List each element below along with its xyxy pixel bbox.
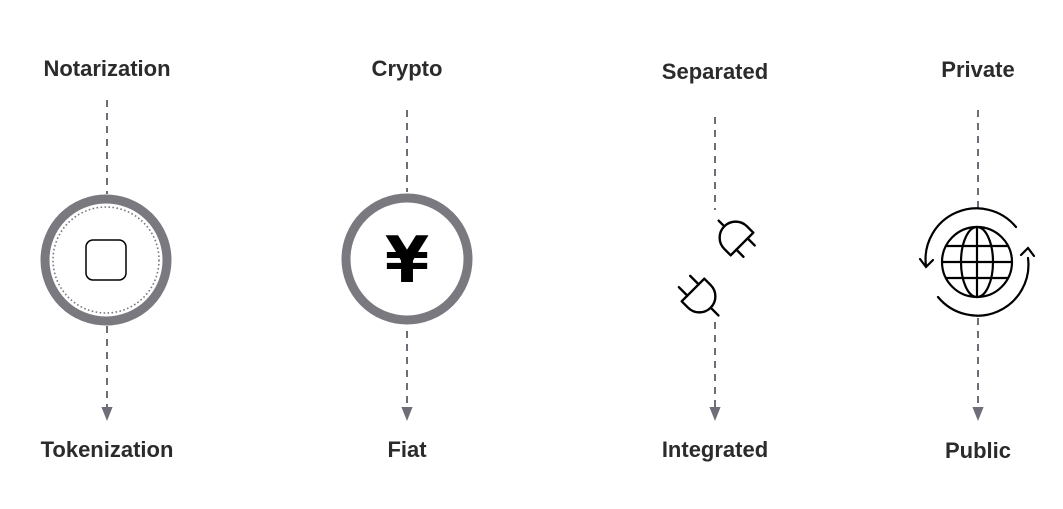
bottom-label-integrated: Integrated	[661, 437, 769, 462]
bottom-label-fiat: Fiat	[387, 437, 427, 462]
globe-sync-icon	[918, 207, 1036, 317]
bottom-label-public: Public	[944, 438, 1012, 463]
yen-symbol: ¥	[385, 224, 430, 298]
unplugged-plug-icon	[677, 219, 756, 317]
column-separated	[677, 117, 756, 421]
top-label-private: Private	[941, 57, 1015, 82]
column-private	[918, 110, 1036, 421]
column-notarization	[40, 100, 172, 421]
yen-icon: ¥	[341, 193, 473, 325]
home-button-icon	[40, 194, 172, 326]
column-crypto: ¥	[341, 110, 473, 421]
top-label-notarization: Notarization	[43, 56, 171, 81]
bottom-label-tokenization: Tokenization	[40, 437, 174, 462]
top-label-crypto: Crypto	[371, 56, 443, 81]
top-label-separated: Separated	[661, 59, 769, 84]
